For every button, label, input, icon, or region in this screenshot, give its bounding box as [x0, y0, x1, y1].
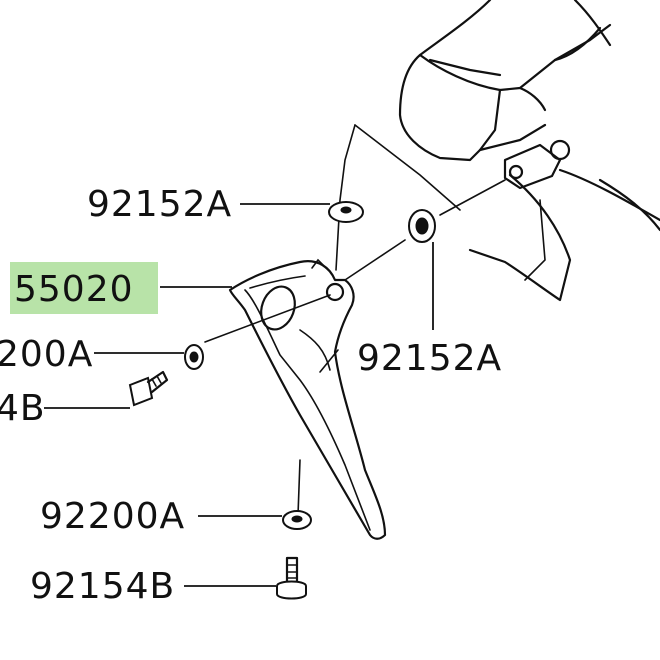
bracket-55020 — [228, 258, 387, 540]
label-washer-bottom: 92200A — [40, 496, 185, 537]
seat-cowl — [398, 0, 660, 302]
label-bolt-left: 4B — [0, 388, 46, 429]
label-washer-left: 200A — [0, 334, 93, 375]
collar-right — [408, 209, 436, 243]
part-highlight — [10, 262, 158, 314]
leader-lines — [44, 203, 434, 587]
label-bolt-bottom: 92154B — [30, 566, 175, 607]
washer-bottom — [282, 510, 312, 530]
label-washer-top: 92152A — [87, 184, 232, 225]
washer-top — [328, 201, 364, 223]
washer-left — [184, 344, 204, 370]
bolt-bottom — [276, 556, 307, 600]
bolt-left — [128, 370, 169, 407]
label-washer-right: 92152A — [357, 338, 502, 379]
label-bracket: 55020 — [14, 269, 134, 310]
assembly-lines — [204, 124, 546, 516]
